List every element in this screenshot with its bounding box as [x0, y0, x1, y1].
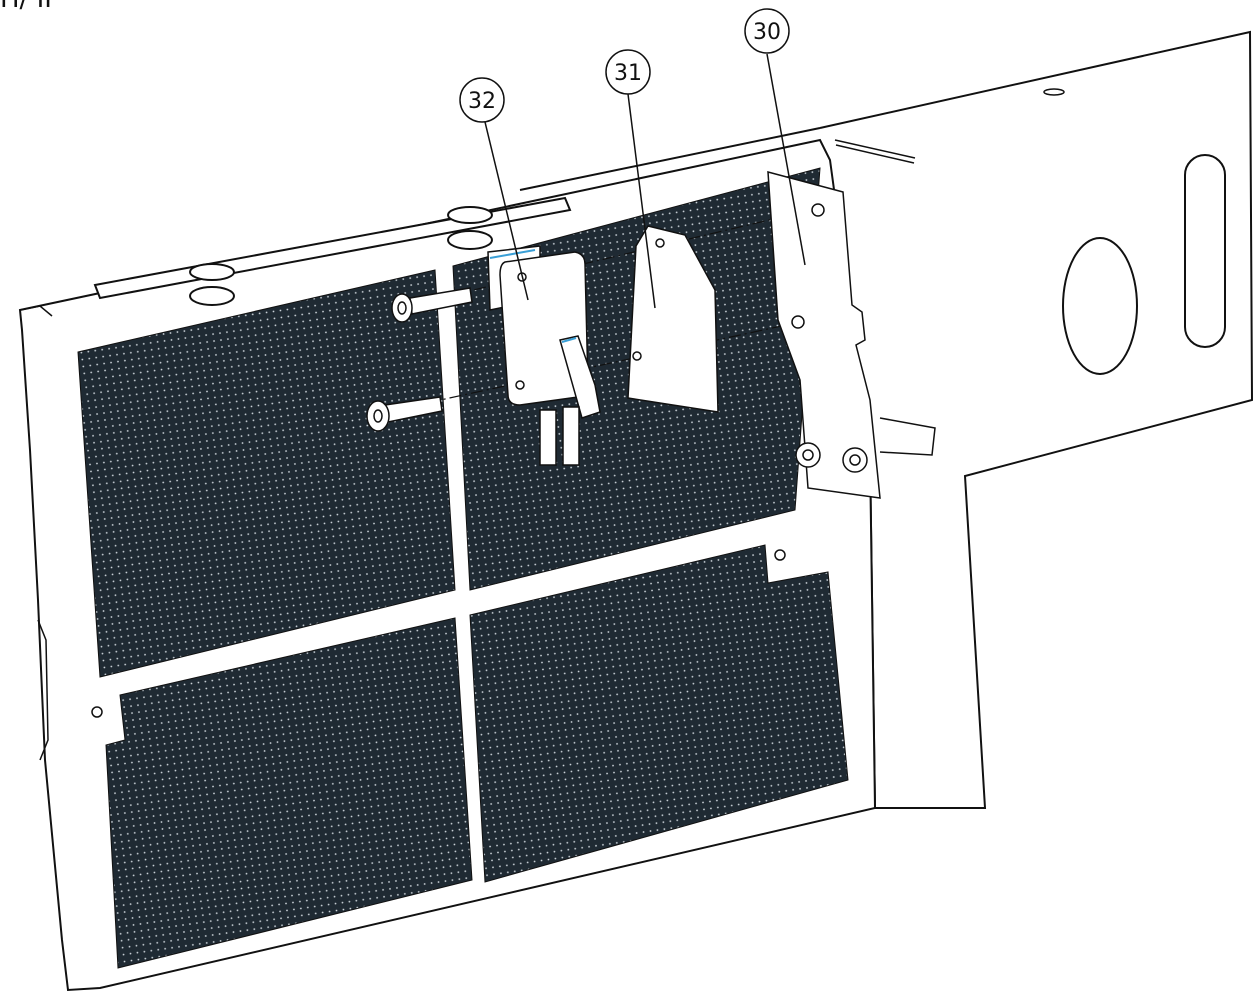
- screw-lower: [366, 396, 443, 432]
- perforated-panel-lower-left: [105, 617, 473, 969]
- microswitch-part-32: [487, 245, 601, 466]
- callout-30-label: 30: [753, 20, 781, 45]
- round-hole: [1062, 237, 1138, 375]
- callout-31-label: 31: [614, 61, 642, 86]
- callout-30: 30: [744, 8, 790, 54]
- drawing-page-label: H/ II: [0, 0, 52, 14]
- callout-31: 31: [605, 49, 651, 95]
- perforated-panel-lower-right: [469, 544, 849, 883]
- perforated-panel-upper-left: [77, 269, 456, 678]
- callout-32: 32: [459, 77, 505, 123]
- callouts: [484, 53, 806, 309]
- callout-32-label: 32: [468, 89, 496, 114]
- screw-upper: [391, 287, 473, 323]
- top-flange: [93, 196, 572, 306]
- slot-hole: [1184, 154, 1226, 348]
- assembly-axes: [384, 207, 821, 413]
- screws: [366, 287, 473, 432]
- bracket-part-30: [767, 171, 936, 499]
- frame-rail: [519, 30, 1254, 809]
